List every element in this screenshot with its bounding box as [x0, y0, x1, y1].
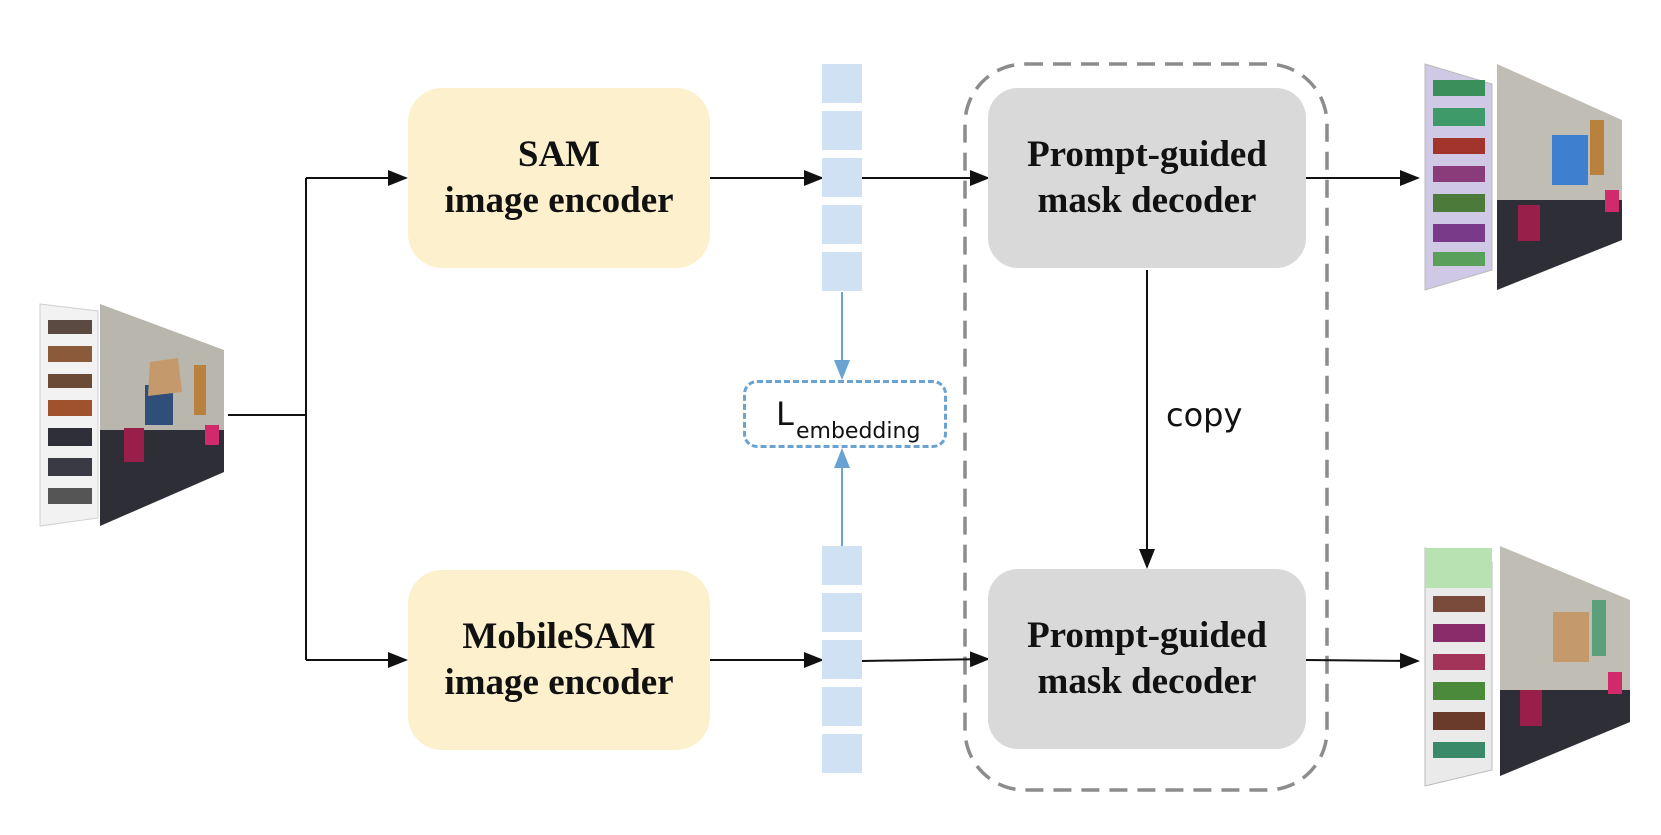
- prompt-guided-mask-decoder-bottom: Prompt-guided mask decoder: [988, 569, 1306, 749]
- output-image-stack-bottom: [1424, 546, 1630, 787]
- copy-label: copy: [1166, 396, 1243, 434]
- embedding-token: [822, 64, 862, 103]
- embedding-token: [822, 640, 862, 679]
- mobilesam-image-encoder: MobileSAM image encoder: [408, 570, 710, 750]
- embedding-token: [822, 593, 862, 632]
- embedding-token: [822, 687, 862, 726]
- loss-symbol: L: [776, 395, 794, 433]
- mobilesam-encoder-line1: MobileSAM: [462, 616, 656, 657]
- embedding-token: [822, 158, 862, 197]
- decoder-bottom-line2: mask decoder: [1037, 661, 1257, 702]
- flow-arrows: [710, 170, 1420, 669]
- sam-encoder-line2: image encoder: [444, 180, 674, 221]
- input-split-arrows: [228, 170, 408, 668]
- decoder-top-line2: mask decoder: [1037, 180, 1257, 221]
- prompt-guided-mask-decoder-top: Prompt-guided mask decoder: [988, 88, 1306, 268]
- decoder-top-line1: Prompt-guided: [1027, 134, 1267, 175]
- output-image-stack-top: [1424, 63, 1622, 291]
- sam-encoder-line1: SAM: [517, 134, 601, 175]
- sam-image-encoder: SAM image encoder: [408, 88, 710, 268]
- decoder-group-border: [963, 62, 1329, 792]
- embedding-token: [822, 205, 862, 244]
- embedding-token: [822, 111, 862, 150]
- embedding-token: [822, 546, 862, 585]
- input-image-stack: [39, 303, 224, 527]
- embedding-token: [822, 734, 862, 773]
- mobilesam-encoder-line2: image encoder: [444, 662, 674, 703]
- decoder-bottom-line1: Prompt-guided: [1027, 615, 1267, 656]
- embedding-loss-box: L embedding: [743, 380, 947, 448]
- loss-subscript: embedding: [796, 419, 921, 444]
- embedding-token: [822, 252, 862, 291]
